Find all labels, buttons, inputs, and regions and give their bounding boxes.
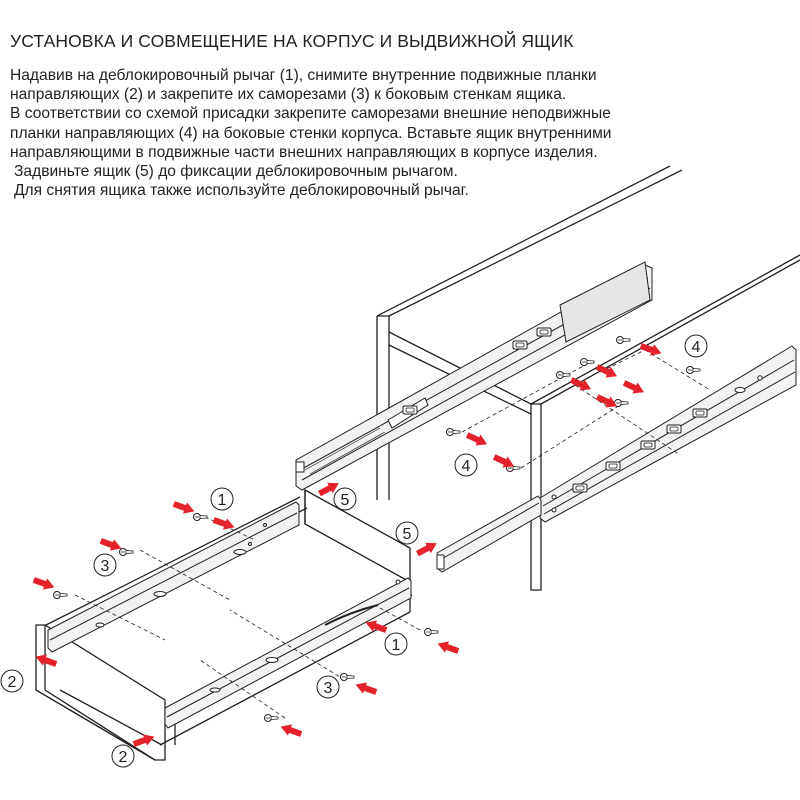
callout-label: 4 bbox=[462, 458, 471, 475]
callout-label: 3 bbox=[324, 680, 333, 697]
callout-5-mid: 5 bbox=[395, 521, 419, 545]
callout-3-left: 3 bbox=[93, 553, 117, 577]
drawer-rail-left bbox=[47, 501, 300, 653]
instruction-line: Задвиньте ящик (5) до фиксации деблокиро… bbox=[14, 163, 458, 181]
callout-label: 2 bbox=[119, 749, 128, 766]
instruction-line: планки направляющих (4) на боковые стенк… bbox=[10, 124, 612, 142]
cabinet bbox=[376, 165, 800, 591]
callout-4-right: 4 bbox=[684, 334, 708, 358]
callouts: 1 1 2 2 3 3 4 4 bbox=[0, 334, 708, 768]
callout-3-bottom: 3 bbox=[316, 675, 340, 699]
cabinet-rail-front bbox=[539, 345, 797, 523]
callout-label: 1 bbox=[392, 637, 401, 654]
instruction-line: направляющих (2) и закрепите их самореза… bbox=[10, 86, 567, 104]
cabinet-rail-back bbox=[295, 261, 653, 491]
drawer-runner-inserting bbox=[436, 495, 542, 573]
callout-label: 5 bbox=[341, 492, 350, 509]
callout-label: 4 bbox=[692, 339, 701, 356]
callout-label: 2 bbox=[8, 674, 17, 691]
callout-label: 1 bbox=[218, 492, 227, 509]
instruction-line: В соответствии со схемой присадки закреп… bbox=[10, 105, 611, 123]
callout-1-bottom: 1 bbox=[384, 632, 408, 656]
callout-1-top: 1 bbox=[210, 487, 234, 511]
instruction-line: направляющими в подвижные части внешних … bbox=[10, 143, 598, 161]
instructions-text: Надавив на деблокировочный рычаг (1), сн… bbox=[10, 66, 612, 200]
drawer-rail-right bbox=[164, 577, 412, 729]
callout-2-left: 2 bbox=[0, 669, 24, 693]
callout-5-top: 5 bbox=[333, 487, 357, 511]
callout-2-bottom: 2 bbox=[111, 744, 135, 768]
callout-4-left: 4 bbox=[454, 453, 478, 477]
callout-label: 3 bbox=[101, 558, 110, 575]
page-title: УСТАНОВКА И СОВМЕЩЕНИЕ НА КОРПУС И ВЫДВИ… bbox=[10, 31, 574, 51]
screw-paths bbox=[74, 349, 711, 719]
instruction-line: Для снятия ящика также используйте дебло… bbox=[14, 182, 469, 200]
instruction-line: Надавив на деблокировочный рычаг (1), сн… bbox=[10, 67, 597, 84]
callout-label: 5 bbox=[403, 526, 412, 543]
